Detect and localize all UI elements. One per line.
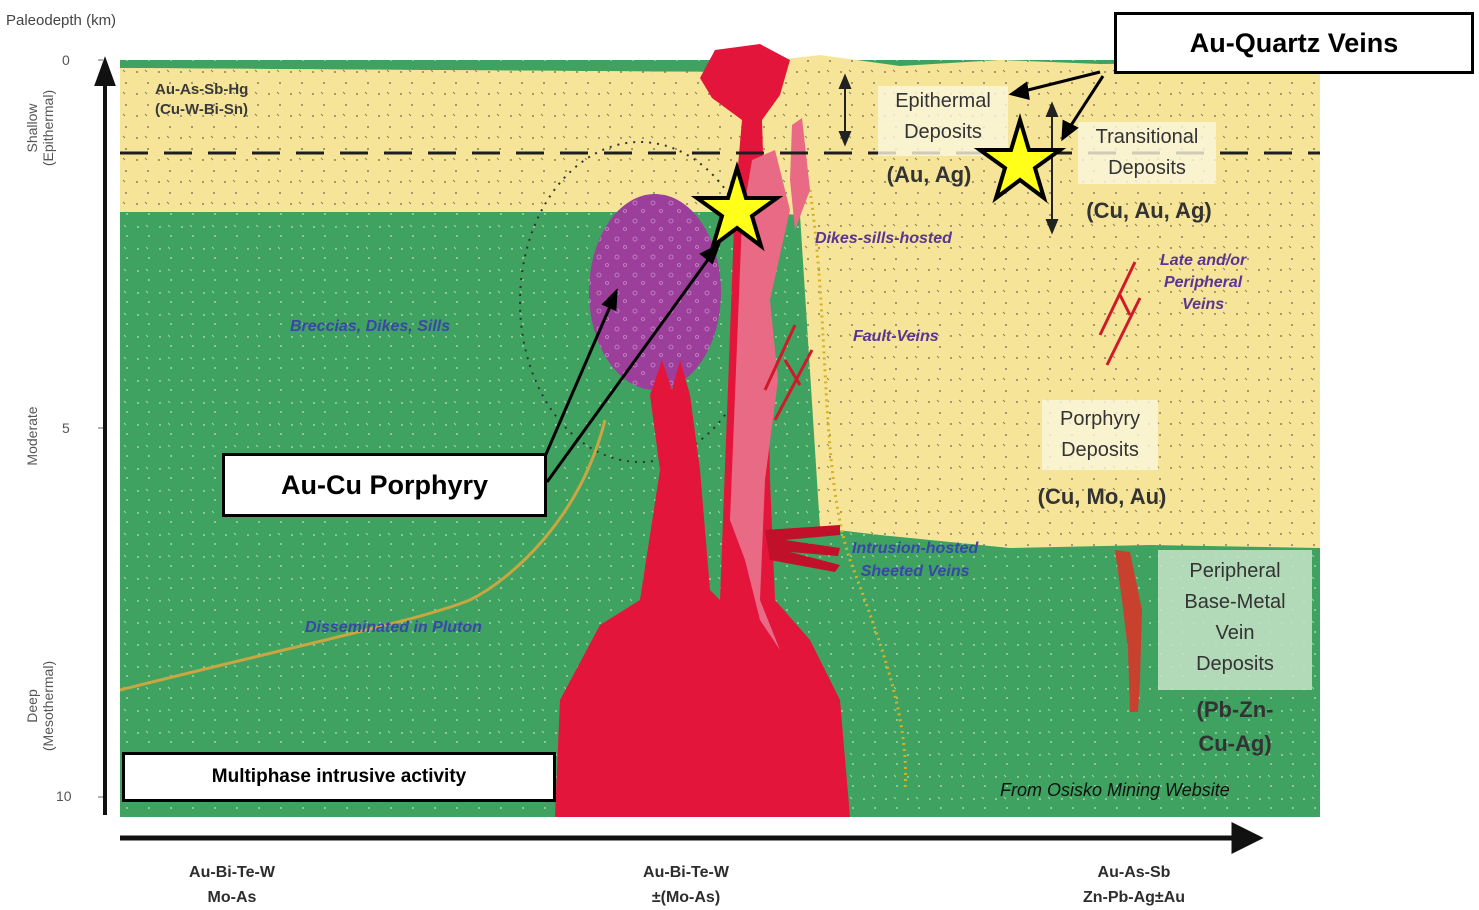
zone-shallow-sub: (Epithermal): [40, 48, 56, 208]
bottom-left-line1: Au-Bi-Te-W: [132, 860, 332, 885]
intrusion-hosted-line1: Intrusion-hosted: [852, 537, 978, 560]
peripheral-line4: Deposits: [1160, 649, 1310, 680]
breccias-label: Breccias, Dikes, Sills: [290, 318, 450, 336]
peripheral-label: Peripheral Base-Metal Vein Deposits: [1160, 556, 1310, 680]
late-peripheral-line3: Veins: [1160, 294, 1246, 316]
zone-shallow-name: Shallow: [24, 48, 40, 208]
epithermal-line1: Epithermal: [880, 86, 1006, 117]
zone-shallow: Shallow (Epithermal): [24, 48, 56, 208]
tick-label-10: 10: [56, 788, 72, 804]
late-peripheral-line1: Late and/or: [1160, 250, 1246, 272]
top-assemblage-line2: (Cu-W-Bi-Sn): [155, 100, 248, 120]
zone-moderate: Moderate: [24, 356, 40, 516]
bottom-right-line1: Au-As-Sb: [1034, 860, 1234, 885]
top-assemblage-line1: Au-As-Sb-Hg: [155, 80, 248, 100]
tick-label-5: 5: [62, 420, 70, 436]
callout-multiphase: Multiphase intrusive activity: [122, 752, 556, 802]
source-credit: From Osisko Mining Website: [1000, 780, 1230, 801]
callout-au-quartz-veins: Au-Quartz Veins: [1114, 12, 1474, 74]
transitional-metals: (Cu, Au, Ag): [1064, 196, 1234, 226]
peripheral-line3: Vein: [1160, 618, 1310, 649]
epithermal-line2: Deposits: [880, 117, 1006, 148]
transitional-label: Transitional Deposits: [1080, 122, 1214, 184]
late-peripheral-label: Late and/or Peripheral Veins: [1160, 250, 1246, 316]
intrusion-hosted-line2: Sheeted Veins: [852, 560, 978, 583]
porphyry-metals: (Cu, Mo, Au): [1016, 482, 1188, 512]
zone-deep: Deep (Mesothermal): [24, 626, 56, 786]
peripheral-metals-line1: (Pb-Zn-: [1170, 693, 1300, 727]
transitional-line2: Deposits: [1080, 153, 1214, 184]
breccia-pipe: [589, 194, 721, 390]
epithermal-label: Epithermal Deposits: [880, 86, 1006, 148]
bottom-left-line2: Mo-As: [132, 885, 332, 910]
zone-deep-name: Deep: [24, 626, 40, 786]
bottom-middle-line1: Au-Bi-Te-W: [586, 860, 786, 885]
depth-axis: [97, 62, 113, 815]
zone-deep-sub: (Mesothermal): [40, 626, 56, 786]
peripheral-line2: Base-Metal: [1160, 587, 1310, 618]
porphyry-line2: Deposits: [1042, 435, 1158, 466]
porphyry-label: Porphyry Deposits: [1042, 404, 1158, 466]
tick-marks: [98, 60, 103, 797]
tick-label-0: 0: [62, 52, 70, 68]
epithermal-metals: (Au, Ag): [864, 160, 994, 190]
fault-veins-label: Fault-Veins: [853, 326, 939, 348]
zone-moderate-name: Moderate: [24, 356, 40, 516]
x-axis-arrow: [120, 826, 1258, 850]
peripheral-metals-line2: Cu-Ag): [1170, 727, 1300, 761]
late-peripheral-line2: Peripheral: [1160, 272, 1246, 294]
depth-axis-title: Paleodepth (km): [6, 12, 116, 29]
bottom-right-line2: Zn-Pb-Ag±Au: [1034, 885, 1234, 910]
transitional-line1: Transitional: [1080, 122, 1214, 153]
porphyry-line1: Porphyry: [1042, 404, 1158, 435]
peripheral-metals: (Pb-Zn- Cu-Ag): [1170, 693, 1300, 761]
intrusion-hosted-label: Intrusion-hosted Sheeted Veins: [852, 537, 978, 583]
bottom-middle-line2: ±(Mo-As): [586, 885, 786, 910]
dikes-sills-label: Dikes-sills-hosted: [815, 228, 952, 250]
callout-au-cu-porphyry: Au-Cu Porphyry: [222, 453, 547, 517]
peripheral-line1: Peripheral: [1160, 556, 1310, 587]
bottom-assemblage-right: Au-As-Sb Zn-Pb-Ag±Au: [1034, 860, 1234, 910]
top-assemblage: Au-As-Sb-Hg (Cu-W-Bi-Sn): [155, 80, 248, 120]
bottom-assemblage-middle: Au-Bi-Te-W ±(Mo-As): [586, 860, 786, 910]
bottom-assemblage-left: Au-Bi-Te-W Mo-As: [132, 860, 332, 910]
disseminated-label: Disseminated in Pluton: [305, 619, 482, 637]
